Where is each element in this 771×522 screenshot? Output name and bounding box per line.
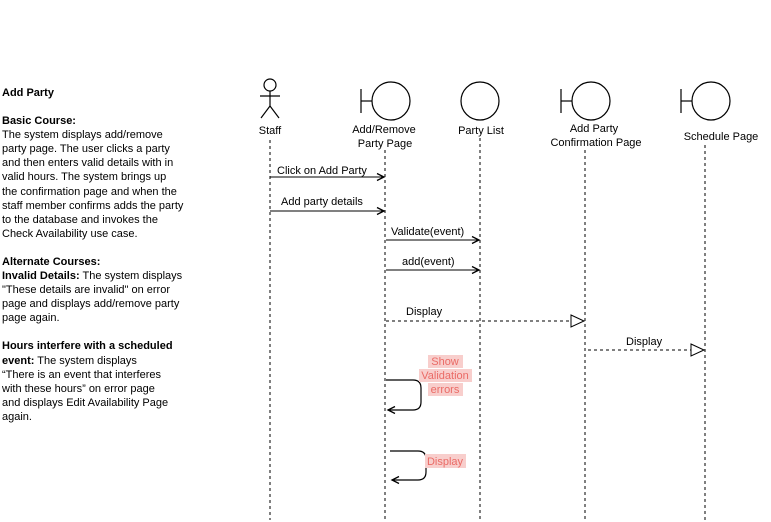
message-label: Display (626, 336, 663, 348)
basic-line: the confirmation page and when the (2, 185, 177, 198)
hours-line: with these hours” on error page (2, 382, 155, 395)
basic-course-heading: Basic Course: (2, 115, 76, 128)
invalid-line: page again. (2, 312, 60, 325)
basic-line: party page. The user clicks a party (2, 143, 170, 156)
self-message-label: Show (431, 356, 459, 368)
use-case-description: Add Party Basic Course: The system displ… (2, 86, 207, 424)
self-message-label: Display (427, 456, 464, 468)
self-message-label: Validation (421, 370, 469, 382)
message-label: Add party details (281, 196, 363, 208)
use-case-title: Add Party (2, 87, 54, 99)
add-remove-label-1: Add/Remove (352, 124, 416, 136)
hours-line: and displays Edit Availability Page (2, 396, 169, 409)
hours-line: again. (2, 410, 32, 423)
message-label: add(event) (402, 256, 455, 268)
self-message-label: errors (431, 384, 460, 396)
highlight-box (419, 369, 472, 382)
hours-interfere-heading: Hours interfere with a scheduled (2, 340, 173, 353)
basic-line: Check Availability use case. (2, 227, 138, 240)
hours-interfere-heading-cont: event: (2, 354, 35, 367)
basic-line: The system displays add/remove (2, 129, 163, 142)
invalid-line: page and displays add/remove party (2, 298, 180, 311)
staff-label: Staff (259, 125, 282, 137)
staff-actor-icon (260, 78, 280, 119)
confirmation-label-2: Confirmation Page (550, 137, 641, 149)
highlight-box (425, 454, 466, 468)
add-remove-party-boundary-icon (360, 81, 411, 121)
confirmation-page-boundary-icon (560, 81, 611, 121)
hours-line: “There is an event that interferes (2, 368, 161, 381)
confirmation-label-1: Add Party (570, 123, 619, 135)
schedule-page-boundary-icon (680, 81, 731, 121)
message-label: Display (406, 306, 443, 318)
highlight-box (428, 383, 463, 396)
invalid-details-text: The system displays (79, 270, 183, 283)
alternate-courses-heading: Alternate Courses: (2, 255, 101, 268)
highlight-box (428, 355, 463, 368)
hours-interfere-text: The system displays (34, 354, 137, 367)
basic-line: to the database and invokes the (2, 213, 158, 226)
basic-line: and then enters valid details with in (2, 157, 174, 170)
basic-line: valid hours. The system brings up (2, 171, 167, 184)
invalid-details-heading: Invalid Details: (2, 270, 80, 283)
invalid-line: "These details are invalid" on error (2, 284, 171, 297)
party-list-label: Party List (458, 125, 504, 137)
add-remove-label-2: Party Page (358, 138, 412, 150)
message-label: Validate(event) (391, 226, 464, 238)
schedule-label: Schedule Page (684, 131, 759, 143)
self-message-arrow (390, 450, 427, 485)
party-list-entity-icon (460, 81, 500, 121)
message-label: Click on Add Party (277, 165, 367, 177)
basic-line: staff member confirms adds the party (2, 199, 184, 212)
self-message-arrow (386, 379, 422, 415)
